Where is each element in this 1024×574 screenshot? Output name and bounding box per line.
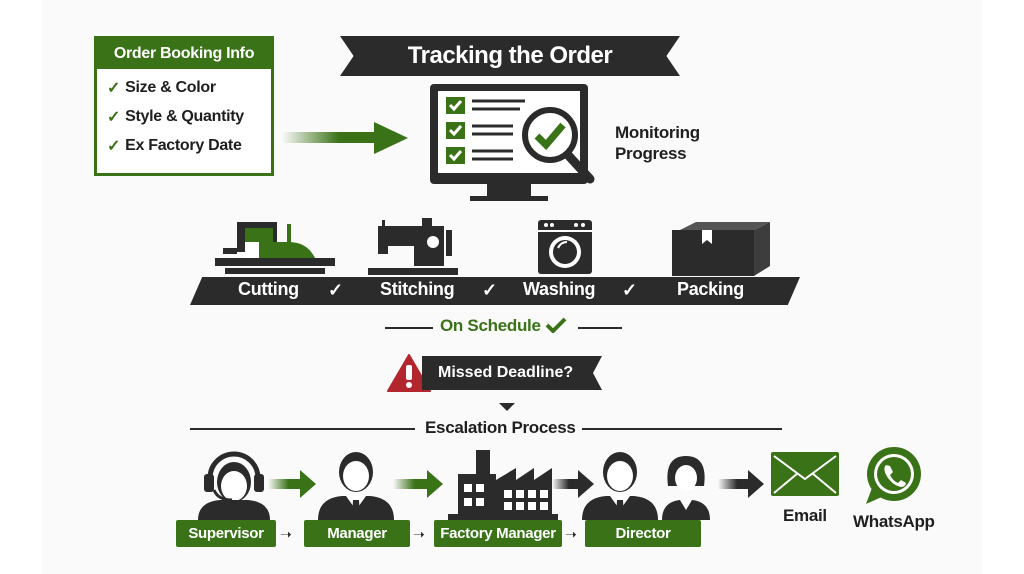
down-arrow-icon xyxy=(499,403,515,411)
washing-machine-icon xyxy=(538,220,592,274)
sewing-machine-icon xyxy=(368,218,458,275)
arrow-right-icon xyxy=(393,470,443,498)
checkbox-icon xyxy=(446,97,465,164)
stage-check-icon: ✓ xyxy=(622,280,638,300)
arrow-right-icon xyxy=(282,122,408,154)
box-icon xyxy=(672,222,770,276)
order-item-label: Size & Color xyxy=(125,79,216,96)
monitor-label-line1: Monitoring xyxy=(615,123,700,142)
role-supervisor: Supervisor xyxy=(176,520,276,547)
stage-check-icon: ✓ xyxy=(482,280,498,300)
arrow-right-icon xyxy=(552,470,594,498)
check-icon: ✓ xyxy=(107,80,121,97)
monitor-checklist-magnifier-icon xyxy=(430,84,595,201)
order-booking-title: Order Booking Info xyxy=(97,39,271,69)
role-director: Director xyxy=(585,520,701,547)
production-stage-bar xyxy=(190,277,800,305)
check-icon: ✓ xyxy=(107,138,121,155)
arrow-right-icon xyxy=(718,470,764,498)
arrow-right-icon xyxy=(268,470,316,498)
check-icon: ✓ xyxy=(107,109,121,126)
factory-icon xyxy=(448,450,558,520)
escalation-title: Escalation Process xyxy=(425,418,576,437)
cutting-machine-icon xyxy=(215,222,335,274)
email-icon xyxy=(771,452,839,496)
page-title: Tracking the Order xyxy=(340,36,680,76)
missed-deadline-banner: Missed Deadline? xyxy=(422,356,602,390)
check-icon xyxy=(545,317,567,334)
whatsapp-label: WhatsApp xyxy=(853,512,935,531)
order-item: ✓Ex Factory Date xyxy=(107,136,271,156)
on-schedule-status: On Schedule xyxy=(440,316,567,336)
order-item-label: Ex Factory Date xyxy=(125,137,242,154)
role-manager: Manager xyxy=(304,520,410,547)
divider-line xyxy=(190,428,415,430)
manager-icon xyxy=(318,452,394,520)
whatsapp-icon xyxy=(866,447,921,504)
order-item: ✓Size & Color xyxy=(107,78,271,98)
small-arrow-icon: ➝ xyxy=(280,526,292,542)
warning-icon xyxy=(387,354,431,392)
stage-washing: Washing xyxy=(523,279,596,299)
monitoring-progress-label: Monitoring Progress xyxy=(615,122,700,164)
stage-check-icon: ✓ xyxy=(328,280,344,300)
divider-line xyxy=(385,327,433,329)
divider-line xyxy=(582,428,782,430)
stage-stitching: Stitching xyxy=(380,279,455,299)
small-arrow-icon: ➝ xyxy=(413,526,425,542)
role-factory-manager: Factory Manager xyxy=(434,520,562,547)
order-item-label: Style & Quantity xyxy=(125,108,244,125)
order-item: ✓Style & Quantity xyxy=(107,107,271,127)
small-arrow-icon: ➝ xyxy=(565,526,577,542)
stage-cutting: Cutting xyxy=(238,279,299,299)
director-icon xyxy=(582,452,710,520)
order-booking-box: Order Booking Info ✓Size & Color ✓Style … xyxy=(94,36,274,176)
email-label: Email xyxy=(783,506,827,525)
supervisor-headset-icon xyxy=(198,451,270,520)
stage-packing: Packing xyxy=(677,279,744,299)
on-schedule-label: On Schedule xyxy=(440,316,541,335)
monitor-label-line2: Progress xyxy=(615,144,687,163)
divider-line xyxy=(578,327,622,329)
